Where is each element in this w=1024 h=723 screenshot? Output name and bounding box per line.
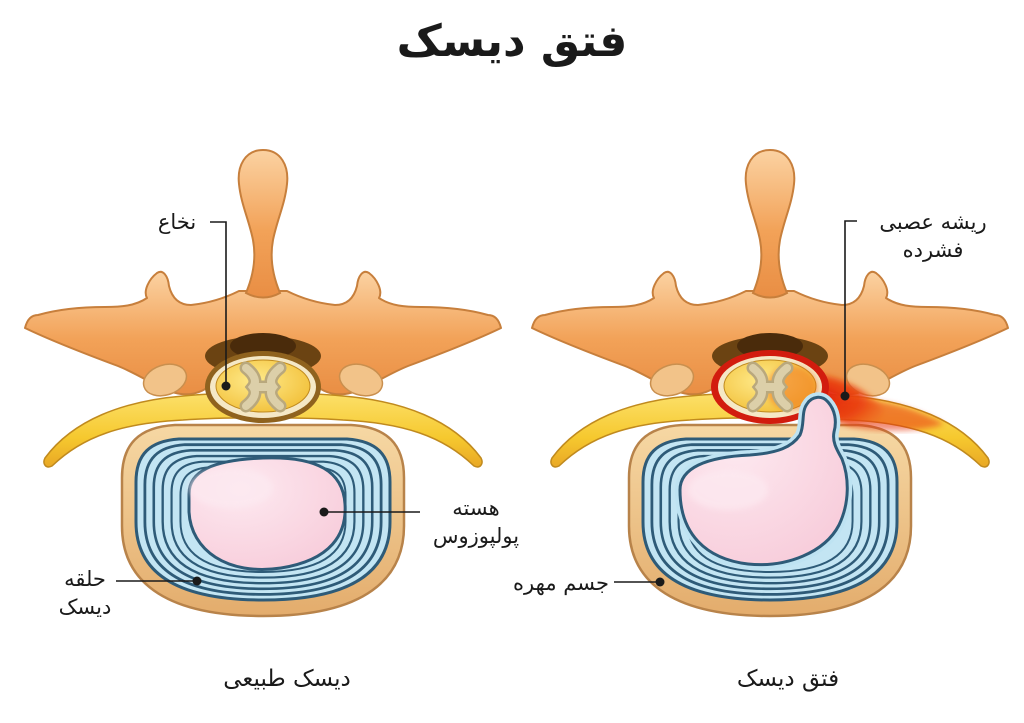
label-nucleus-pulposus: هسته پولپوزوس — [420, 494, 532, 550]
spinous-process — [744, 148, 796, 299]
nucleus-pulposus — [187, 456, 347, 571]
label-vertebral-body-text: جسم مهره — [513, 571, 609, 595]
articular-process-left — [142, 363, 188, 397]
caption-herniated-disc: فتق دیسک — [736, 666, 840, 692]
normal-vertebra-illustration — [24, 148, 502, 618]
herniated-vertebra-illustration — [531, 148, 1009, 618]
spinal-cord-compressed — [711, 350, 829, 424]
label-spinal-cord-text: نخاع — [157, 210, 197, 234]
gray-matter — [239, 361, 287, 413]
herniated-nucleus — [675, 392, 853, 570]
label-nerve-root-line2: فشرده — [902, 238, 964, 262]
label-annulus-line2: دیسک — [58, 595, 112, 619]
label-vertebral-body: جسم مهره — [506, 569, 616, 597]
label-nerve-root-line1: ریشه عصبی — [879, 210, 987, 234]
spinous-process — [237, 148, 289, 299]
label-annulus-line1: حلقه — [64, 567, 106, 591]
spinal-cord — [205, 351, 321, 423]
label-nucleus-line2: پولپوزوس — [432, 524, 520, 548]
label-spinal-cord: نخاع — [142, 208, 212, 236]
label-compressed-nerve-root: ریشه عصبی فشرده — [858, 208, 1008, 264]
label-disc-annulus: حلقه دیسک — [35, 565, 135, 621]
page-title: فتق دیسک — [396, 16, 628, 67]
caption-normal-disc: دیسک طبیعی — [223, 666, 351, 692]
gray-matter — [746, 361, 794, 413]
articular-process-right — [338, 363, 384, 397]
articular-process-left — [649, 363, 695, 397]
label-nucleus-line1: هسته — [452, 496, 500, 520]
